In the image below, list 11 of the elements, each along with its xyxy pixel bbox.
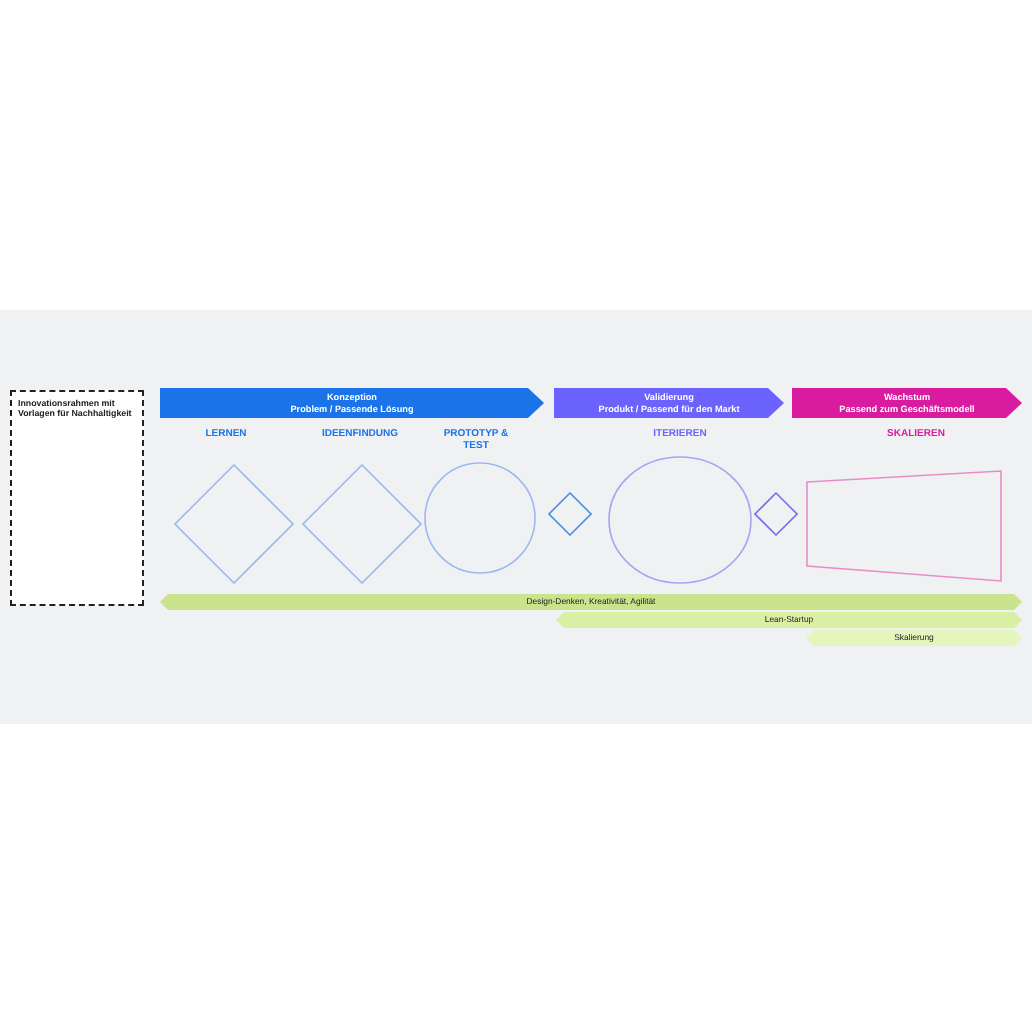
cycle-circle [424, 462, 536, 574]
cycle-diamond [754, 492, 798, 536]
phase-banner [160, 388, 544, 418]
note-box [10, 390, 144, 606]
trapezoid-frame [806, 470, 1002, 582]
cycle-circle [608, 456, 752, 584]
phase-banner [554, 388, 784, 418]
phase-banner [792, 388, 1022, 418]
cycle-diamond [174, 464, 294, 584]
cycle-diamond [548, 492, 592, 536]
cycle-diamond [302, 464, 422, 584]
